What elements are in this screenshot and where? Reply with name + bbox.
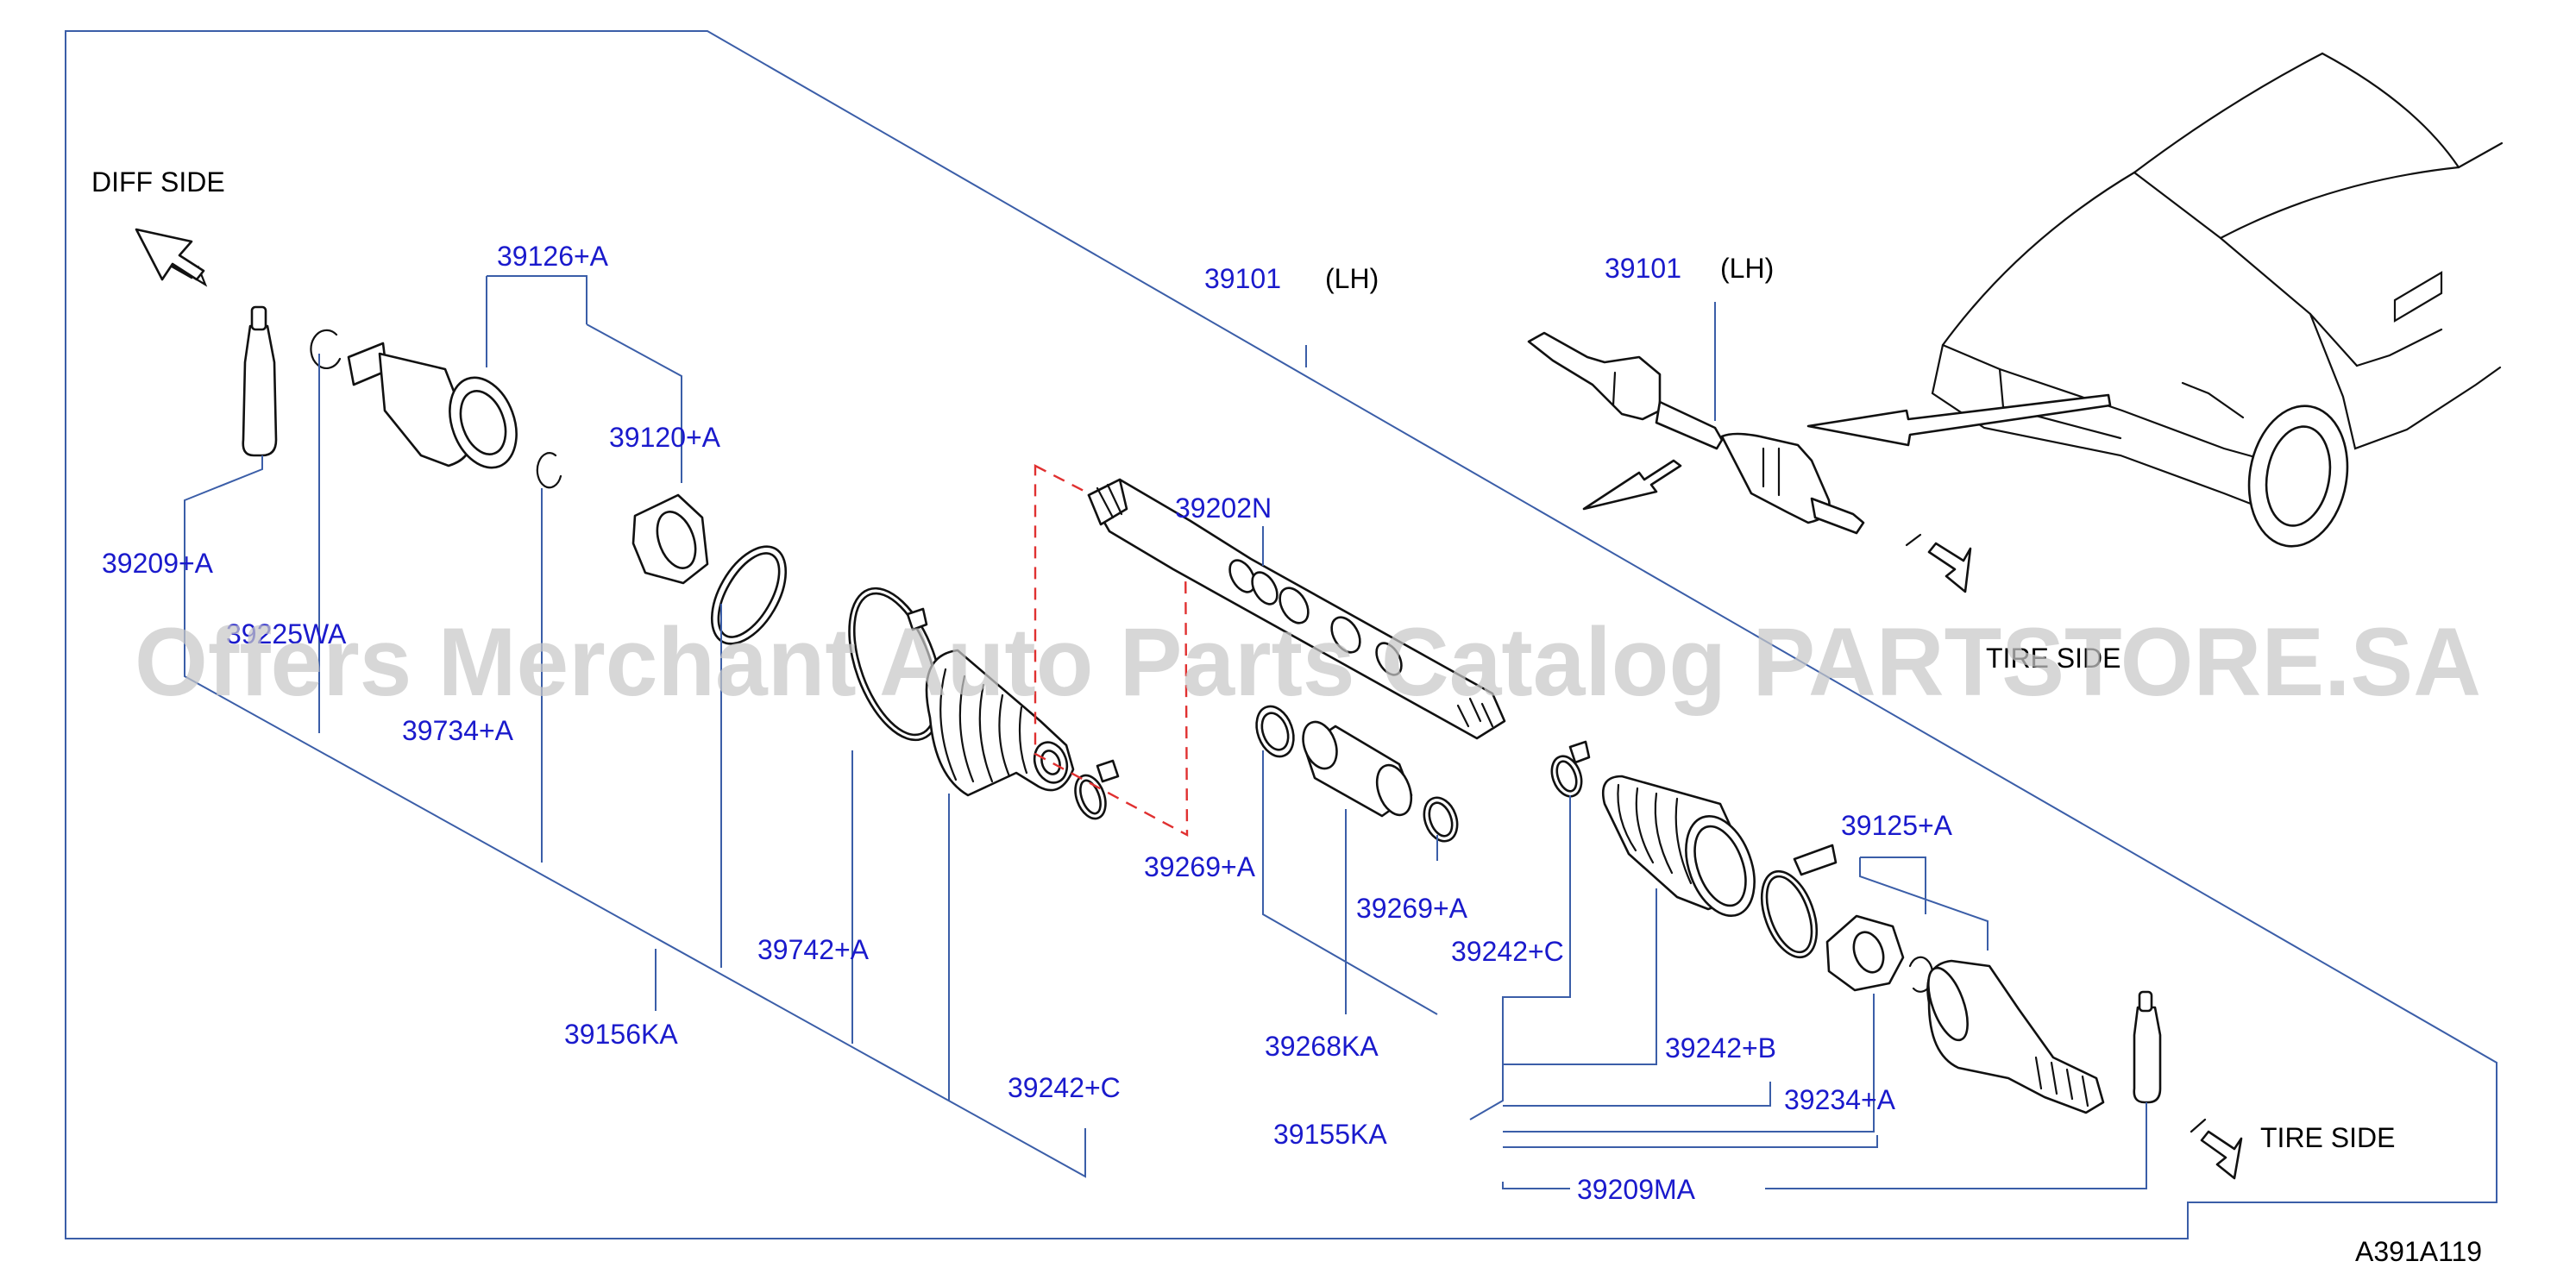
drive-shaft-part bbox=[1087, 478, 1506, 740]
snap-ring-part bbox=[310, 329, 342, 369]
outer-boot-part bbox=[1601, 775, 1756, 918]
diff-side-label: DIFF SIDE bbox=[91, 166, 225, 198]
tire-side-arrow-bottom-icon bbox=[2190, 1118, 2243, 1180]
spider-part bbox=[631, 493, 709, 585]
part-label-39125A: 39125+A bbox=[1841, 810, 1953, 841]
circlip-part bbox=[536, 452, 562, 489]
part-label-39202N: 39202N bbox=[1175, 493, 1272, 524]
diagram-frame bbox=[65, 30, 2497, 1239]
inset-shaft-part bbox=[1527, 331, 1865, 535]
outer-joint-part bbox=[1926, 959, 2105, 1114]
part-label-39269A-right: 39269+A bbox=[1356, 893, 1468, 924]
part-label-39156KA: 39156KA bbox=[564, 1019, 678, 1050]
large-band-right-part bbox=[1760, 844, 1838, 959]
part-label-39126A: 39126+A bbox=[497, 241, 609, 272]
boot-band-part bbox=[848, 587, 943, 742]
watermark: Offers Merchant Auto Parts Catalog PARTS… bbox=[135, 608, 2481, 716]
leader-lines bbox=[184, 275, 2147, 1189]
damper-band-right-part bbox=[1423, 796, 1459, 843]
side-note-main: (LH) bbox=[1325, 263, 1379, 294]
part-label-39225WA: 39225WA bbox=[226, 618, 347, 649]
part-label-39242C-left: 39242+C bbox=[1008, 1072, 1121, 1103]
part-label-39209A: 39209+A bbox=[102, 548, 214, 579]
part-label-39101-main: 39101 bbox=[1204, 263, 1281, 294]
part-label-39242C-right: 39242+C bbox=[1451, 936, 1564, 967]
dynamic-damper-part bbox=[1302, 720, 1413, 818]
part-label-39155KA: 39155KA bbox=[1273, 1119, 1387, 1150]
car-illustration bbox=[1931, 52, 2504, 548]
grease-tube-right-part bbox=[2133, 990, 2162, 1104]
damper-band-left-part bbox=[1255, 705, 1295, 758]
diagram-code: A391A119 bbox=[2355, 1236, 2482, 1267]
boot-part bbox=[925, 649, 1075, 797]
grease-tube-part bbox=[242, 305, 278, 457]
part-label-39101-inset: 39101 bbox=[1605, 253, 1681, 284]
side-note-inset: (LH) bbox=[1720, 253, 1774, 284]
part-label-39209MA: 39209MA bbox=[1577, 1174, 1696, 1205]
small-band-part bbox=[1074, 759, 1120, 820]
tire-side-arrow-top-icon bbox=[1905, 533, 1972, 593]
part-label-39269A-left: 39269+A bbox=[1144, 851, 1256, 882]
ball-cage-part bbox=[1825, 914, 1905, 992]
inset-side-arrow bbox=[1582, 459, 1682, 511]
part-label-39234A: 39234+A bbox=[1784, 1084, 1896, 1115]
part-label-39242B: 39242+B bbox=[1665, 1032, 1776, 1064]
tire-side-bottom-label: TIRE SIDE bbox=[2260, 1122, 2395, 1153]
part-label-39742A: 39742+A bbox=[757, 934, 870, 965]
part-label-39268KA: 39268KA bbox=[1265, 1031, 1379, 1062]
tire-side-top-label: TIRE SIDE bbox=[1986, 643, 2120, 674]
joint-housing-part bbox=[347, 342, 518, 469]
part-label-39120A: 39120+A bbox=[609, 422, 721, 453]
small-band-right-part bbox=[1550, 740, 1591, 798]
inset-pointer-arrow bbox=[1806, 393, 2112, 447]
part-label-39734A: 39734+A bbox=[402, 715, 514, 746]
diff-side-arrow-icon bbox=[135, 228, 208, 287]
